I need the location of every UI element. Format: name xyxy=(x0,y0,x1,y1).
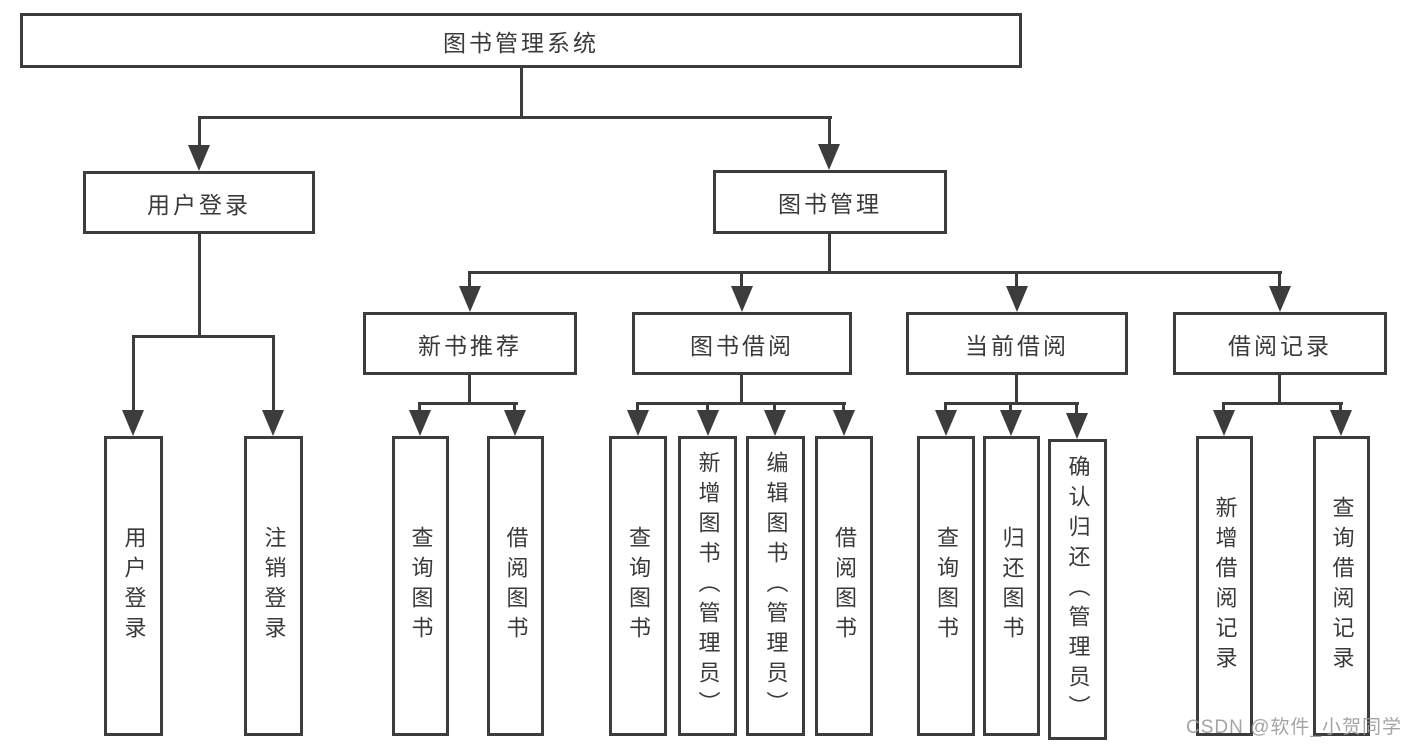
leaf-cb-return-book: 归还图书 xyxy=(983,436,1040,736)
connector-line xyxy=(1339,402,1342,414)
arrow-down-icon xyxy=(1066,413,1088,439)
node-new-book-recommend: 新书推荐 xyxy=(363,312,577,375)
arrow-down-icon xyxy=(731,286,753,312)
connector-line xyxy=(468,271,1282,274)
leaf-bb-add-book-admin: 新增图书（管理员） xyxy=(678,436,737,736)
leaf-nbr-borrow-book: 借阅图书 xyxy=(487,436,544,736)
leaf-bb-query-book: 查询图书 xyxy=(609,436,667,736)
connector-line xyxy=(706,402,709,414)
connector-line xyxy=(1075,402,1078,417)
connector-line xyxy=(468,373,471,405)
connector-line xyxy=(944,402,947,414)
leaf-nbr-query-book-label: 查询图书 xyxy=(408,526,434,646)
leaf-bb-query-book-label: 查询图书 xyxy=(626,526,651,646)
leaf-bb-edit-book-admin: 编辑图书（管理员） xyxy=(746,436,805,736)
node-current-borrow-label: 当前借阅 xyxy=(965,332,1069,359)
arrow-down-icon xyxy=(409,410,431,436)
arrow-down-icon xyxy=(764,410,786,436)
arrow-down-icon xyxy=(697,410,719,436)
leaf-user-login: 用户登录 xyxy=(104,436,163,736)
connector-line xyxy=(828,116,831,147)
connector-line xyxy=(468,271,471,288)
arrow-down-icon xyxy=(833,410,855,436)
leaf-cb-confirm-return-admin-label: 确认归还（管理员） xyxy=(1065,454,1091,725)
node-root-system: 图书管理系统 xyxy=(20,13,1022,68)
leaf-nbr-borrow-book-label: 借阅图书 xyxy=(503,526,529,646)
connector-line xyxy=(272,335,275,412)
connector-line xyxy=(636,402,639,414)
connector-line xyxy=(740,373,743,405)
connector-line xyxy=(520,66,523,118)
leaf-logout: 注销登录 xyxy=(244,436,303,736)
connector-line xyxy=(1015,271,1018,288)
connector-line xyxy=(132,335,275,338)
arrow-down-icon xyxy=(1213,410,1235,436)
leaf-br-add-record-label: 新增借阅记录 xyxy=(1212,496,1238,676)
leaf-user-login-label: 用户登录 xyxy=(121,526,147,646)
csdn-watermark: CSDN @软件_小贺同学 xyxy=(1186,717,1402,738)
leaf-logout-label: 注销登录 xyxy=(261,526,287,646)
arrow-down-icon xyxy=(627,410,649,436)
connector-line xyxy=(198,116,832,119)
leaf-bb-add-book-admin-label: 新增图书（管理员） xyxy=(695,451,721,721)
connector-line xyxy=(418,402,518,405)
leaf-bb-borrow-book: 借阅图书 xyxy=(815,436,873,736)
leaf-cb-confirm-return-admin: 确认归还（管理员） xyxy=(1048,439,1107,740)
leaf-br-add-record: 新增借阅记录 xyxy=(1196,436,1253,736)
arrow-down-icon xyxy=(935,410,957,436)
connector-line xyxy=(636,402,846,405)
arrow-down-icon xyxy=(504,410,526,436)
leaf-br-query-record: 查询借阅记录 xyxy=(1313,436,1370,736)
node-book-management: 图书管理 xyxy=(713,170,947,234)
arrow-down-icon xyxy=(818,144,840,170)
node-current-borrow: 当前借阅 xyxy=(906,312,1128,375)
leaf-bb-borrow-book-label: 借阅图书 xyxy=(832,526,857,646)
connector-line xyxy=(1009,402,1012,414)
connector-line xyxy=(1222,402,1343,405)
leaf-cb-return-book-label: 归还图书 xyxy=(999,526,1025,646)
leaf-cb-query-book: 查询图书 xyxy=(917,436,975,736)
connector-line xyxy=(828,232,831,274)
node-new-book-recommend-label: 新书推荐 xyxy=(418,332,522,359)
leaf-bb-edit-book-admin-label: 编辑图书（管理员） xyxy=(763,451,789,721)
leaf-cb-query-book-label: 查询图书 xyxy=(934,526,959,646)
node-borrow-record: 借阅记录 xyxy=(1173,312,1387,375)
connector-line xyxy=(198,116,201,148)
arrow-down-icon xyxy=(122,410,144,436)
connector-line xyxy=(198,232,201,338)
connector-line xyxy=(842,402,845,414)
node-user-login: 用户登录 xyxy=(83,171,315,234)
connector-line xyxy=(1222,402,1225,414)
connector-line xyxy=(418,402,421,414)
node-root-system-label: 图书管理系统 xyxy=(443,29,599,56)
arrow-down-icon xyxy=(1330,410,1352,436)
arrow-down-icon xyxy=(1269,286,1291,312)
connector-line xyxy=(740,271,743,288)
connector-line xyxy=(513,402,516,414)
leaf-nbr-query-book: 查询图书 xyxy=(392,436,449,736)
node-borrow-record-label: 借阅记录 xyxy=(1228,332,1332,359)
arrow-down-icon xyxy=(459,286,481,312)
connector-line xyxy=(1015,373,1018,405)
node-user-login-label: 用户登录 xyxy=(147,191,251,218)
leaf-br-query-record-label: 查询借阅记录 xyxy=(1329,496,1355,676)
arrow-down-icon xyxy=(1000,410,1022,436)
connector-line xyxy=(1278,373,1281,405)
node-book-borrow-label: 图书借阅 xyxy=(690,332,794,359)
connector-line xyxy=(773,402,776,414)
arrow-down-icon xyxy=(188,145,210,171)
node-book-management-label: 图书管理 xyxy=(778,191,882,217)
node-book-borrow: 图书借阅 xyxy=(632,312,852,375)
arrow-down-icon xyxy=(262,410,284,436)
connector-line xyxy=(1278,271,1281,288)
arrow-down-icon xyxy=(1006,286,1028,312)
connector-line xyxy=(132,335,135,412)
